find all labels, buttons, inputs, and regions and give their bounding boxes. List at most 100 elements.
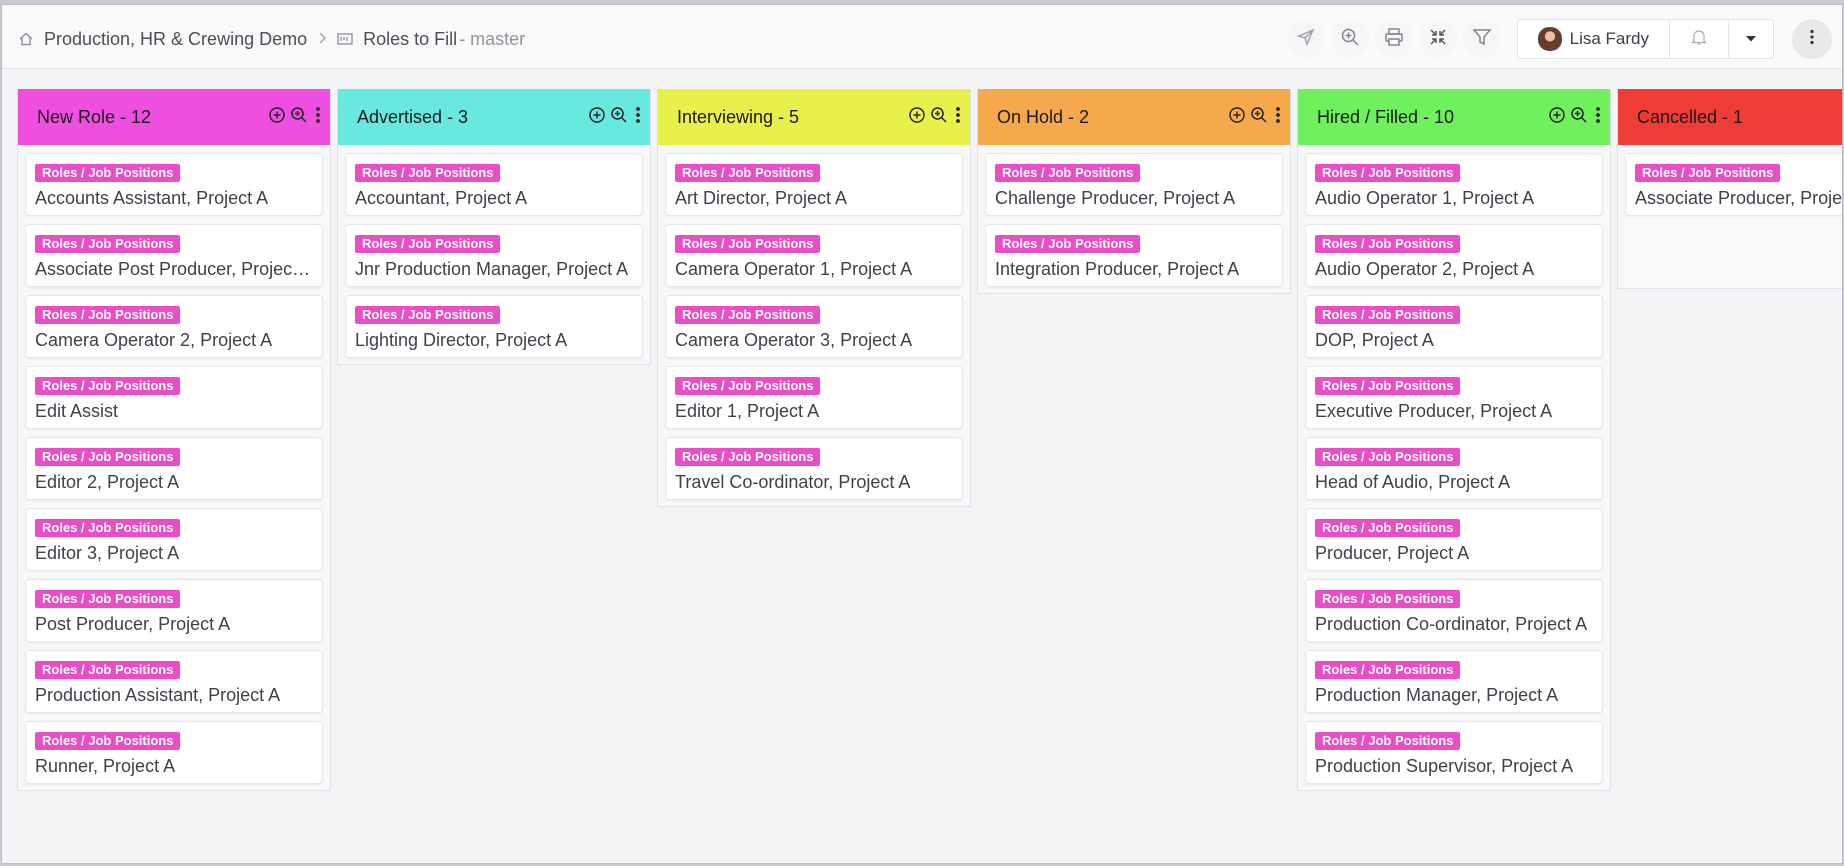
column-header: Interviewing - 5 <box>658 89 970 145</box>
add-circle-icon[interactable] <box>908 106 926 129</box>
column-title: New Role - 12 <box>37 106 152 127</box>
home-icon[interactable] <box>18 31 34 47</box>
column-title: Advertised - 3 <box>357 106 469 127</box>
column-actions <box>908 106 962 129</box>
add-circle-icon[interactable] <box>1228 106 1246 129</box>
notifications-button[interactable] <box>1670 20 1729 58</box>
vertical-dots-icon[interactable] <box>1274 106 1282 129</box>
record-type-badge: Roles / Job Positions <box>355 235 501 253</box>
record-type-badge: Roles / Job Positions <box>675 448 821 466</box>
breadcrumb-app[interactable]: Production, HR & Crewing Demo <box>44 28 308 49</box>
role-card-title: Accountant, Project A <box>355 188 528 208</box>
record-type-badge: Roles / Job Positions <box>35 448 181 466</box>
record-type-badge: Roles / Job Positions <box>35 732 181 750</box>
record-type-badge: Roles / Job Positions <box>1315 306 1461 324</box>
column-actions <box>1228 106 1282 129</box>
filter-icon <box>1471 27 1492 52</box>
zoom-in-icon[interactable] <box>930 106 948 129</box>
role-card-title: Art Director, Project A <box>675 188 848 208</box>
vertical-dots-icon[interactable] <box>954 106 962 129</box>
record-type-badge: Roles / Job Positions <box>35 519 181 537</box>
role-card-title: Camera Operator 1, Project A <box>675 259 913 279</box>
record-type-badge: Roles / Job Positions <box>35 235 181 253</box>
record-type-badge: Roles / Job Positions <box>35 661 181 679</box>
role-card-title: Associate Post Producer, Project A <box>35 259 312 279</box>
collapse-button[interactable] <box>1418 20 1457 58</box>
column-title: Cancelled - 1 <box>1637 106 1744 127</box>
add-circle-icon[interactable] <box>268 106 286 129</box>
user-name: Lisa Fardy <box>1569 29 1649 48</box>
chevron-right-icon <box>317 29 327 50</box>
column-actions <box>268 106 322 129</box>
record-type-badge: Roles / Job Positions <box>35 377 181 395</box>
record-type-badge: Roles / Job Positions <box>1315 377 1461 395</box>
role-card-title: Audio Operator 2, Project A <box>1315 259 1535 279</box>
filter-button[interactable] <box>1462 20 1501 58</box>
record-type-badge: Roles / Job Positions <box>1315 448 1461 466</box>
add-circle-icon[interactable] <box>1548 106 1566 129</box>
vertical-dots-icon[interactable] <box>634 106 642 129</box>
zoom-in-icon[interactable] <box>1250 106 1268 129</box>
user-dropdown-button[interactable] <box>1729 20 1773 58</box>
column-footer-space <box>978 287 1290 293</box>
role-card-title: Production Assistant, Project A <box>35 685 281 705</box>
role-card-title: Jnr Production Manager, Project A <box>355 259 629 279</box>
role-card-title: Executive Producer, Project A <box>1315 401 1553 421</box>
more-menu-button[interactable] <box>1792 19 1832 59</box>
printer-icon <box>1384 27 1404 52</box>
branch-label: - master <box>459 28 526 49</box>
vertical-dots-icon[interactable] <box>1594 106 1602 129</box>
role-card-title: DOP, Project A <box>1315 330 1434 350</box>
add-circle-icon[interactable] <box>588 106 606 129</box>
zoom-in-icon[interactable] <box>290 106 308 129</box>
role-card-title: Production Co-ordinator, Project A <box>1315 614 1588 634</box>
zoom-in-icon[interactable] <box>1570 106 1588 129</box>
vertical-dots-icon[interactable] <box>314 106 322 129</box>
column-footer-space <box>1618 216 1842 288</box>
user-box: Lisa Fardy <box>1516 19 1774 59</box>
role-card-title: Lighting Director, Project A <box>355 330 568 350</box>
zoom-button[interactable] <box>1330 20 1369 58</box>
zoom-in-icon[interactable] <box>610 106 628 129</box>
breadcrumb-view[interactable]: Roles to Fill <box>363 28 458 49</box>
user-menu[interactable]: Lisa Fardy <box>1518 20 1670 58</box>
record-type-badge: Roles / Job Positions <box>1315 519 1461 537</box>
column-actions <box>1548 106 1602 129</box>
role-card-title: Producer, Project A <box>1315 543 1470 563</box>
send-button[interactable] <box>1286 20 1325 58</box>
print-button[interactable] <box>1374 20 1413 58</box>
